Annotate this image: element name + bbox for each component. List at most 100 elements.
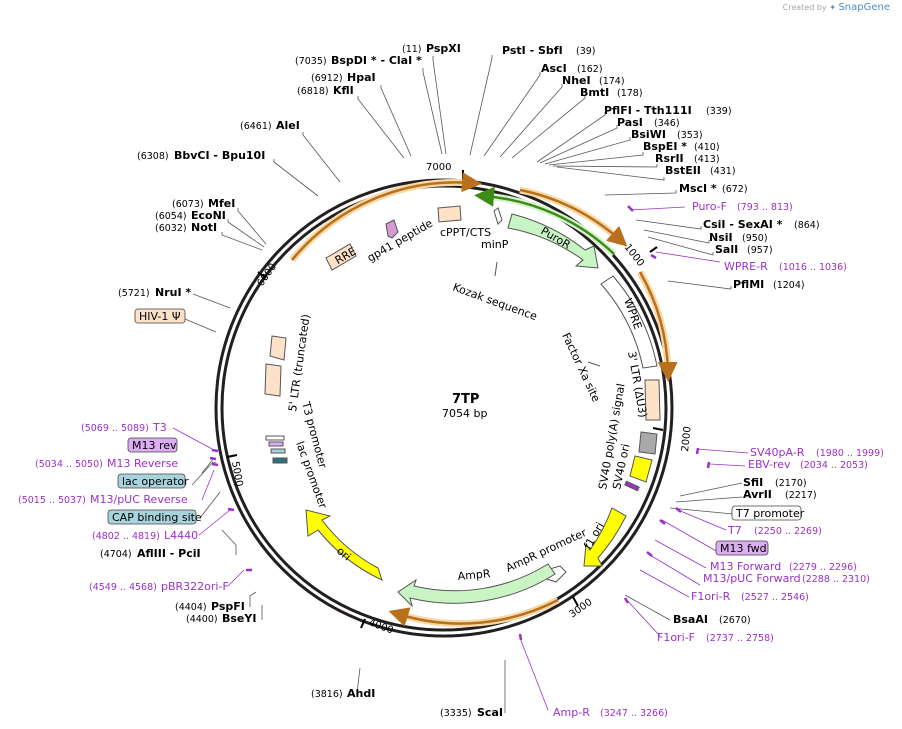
plasmid-name: 7TP	[452, 392, 479, 407]
primer-f1orir-pos: (2527 .. 2546)	[741, 592, 809, 603]
tick-label-7000: 7000	[426, 162, 451, 173]
snapgene-credit: Created by ✦ SnapGene	[783, 2, 890, 13]
enzyme-nhei-pos: (174)	[599, 76, 625, 87]
enzyme-noti-pos: (6032)	[155, 223, 187, 234]
rre-label: RRE	[333, 245, 359, 267]
lacop-marker	[270, 448, 286, 454]
sv40polya-feature	[638, 431, 658, 455]
enzyme-sali-name: SalI	[715, 243, 738, 256]
enzyme-kfli-pos: (6818)	[297, 86, 329, 97]
credit-prefix: Created by	[782, 3, 827, 12]
hiv-psi-label: HIV-1 Ψ	[139, 310, 181, 323]
m13rev-box-label: M13 rev	[132, 439, 177, 452]
enzyme-alei-pos: (6461)	[240, 121, 272, 132]
ori-feature	[305, 509, 383, 581]
plasmid-size: 7054 bp	[442, 407, 487, 420]
primer-m13pucfwd-name: M13/pUC Forward	[703, 572, 801, 585]
primer-purof-pos: (793 .. 813)	[737, 202, 793, 213]
enzyme-mfei-pos: (6073)	[172, 199, 204, 210]
enzyme-msci-name: MscI *	[679, 182, 717, 195]
cppt-feature	[437, 205, 462, 223]
enzyme-bbvci-name: BbvCI - Bpu10I	[174, 149, 265, 162]
tick-label-2000: 2000	[680, 426, 694, 452]
enzyme-csii-pos: (864)	[794, 220, 820, 231]
enzyme-pspfi-name: PspFI	[211, 600, 245, 613]
enzyme-nsii-name: NsiI	[709, 231, 733, 244]
enzyme-pspxi-name: PspXI	[426, 42, 461, 55]
primer-t3-name: T3	[152, 421, 167, 434]
enzyme-psti-name: PstI - SbfI	[502, 44, 563, 57]
enzyme-rsrii-pos: (413)	[694, 154, 720, 165]
primer-t7-pos: (2250 .. 2269)	[754, 526, 822, 537]
primer-ampr-name: Amp-R	[553, 706, 590, 719]
enzyme-hpai-name: HpaI	[347, 71, 376, 84]
enzyme-bsaai-name: BsaAI	[673, 613, 708, 626]
primer-l4440-name: L4440	[164, 529, 198, 542]
ltr5a-feature	[269, 335, 287, 361]
primer-sv40par-name: SV40pA-R	[750, 446, 805, 459]
enzyme-nsii-pos: (950)	[742, 233, 768, 244]
enzyme-pasi-name: PasI	[617, 116, 643, 129]
enzyme-ahdi-pos: (3816)	[311, 689, 343, 700]
enzyme-bspdi-pos: (7035)	[295, 56, 327, 67]
sv40-small-marker	[624, 480, 640, 492]
t7prom-box-label: T7 promoter	[735, 507, 805, 520]
enzyme-msci-pos: (672)	[722, 184, 748, 195]
enzyme-pflmi-name: PflMI	[733, 278, 764, 291]
enzyme-bsiwi-name: BsiWI	[631, 128, 666, 141]
enzyme-bspdi-name: BspDI * - ClaI *	[331, 54, 422, 67]
enzyme-sfii-pos: (2170)	[775, 478, 807, 489]
leader-lines	[184, 55, 743, 713]
primer-m13fwd-pos: (2279 .. 2296)	[789, 562, 857, 573]
enzyme-asci-name: AscI	[541, 62, 567, 75]
snapgene-logo-icon: ✦	[829, 3, 836, 12]
primer-ampr-pos: (3247 .. 3266)	[600, 708, 668, 719]
enzyme-scai-name: ScaI	[477, 706, 503, 719]
ltr5-label: 5' LTR (truncated)	[286, 313, 313, 412]
orf-arcs	[289, 172, 678, 627]
primer-l4440-pos: (4802 .. 4819)	[92, 531, 160, 542]
m13fwd-box-label: M13 fwd	[720, 542, 767, 555]
t3-marker	[265, 435, 285, 441]
primer-f1orif-name: F1ori-F	[657, 631, 695, 644]
primer-purof-name: Puro-F	[692, 200, 727, 213]
primer-ebvrev-name: EBV-rev	[748, 458, 791, 471]
primer-wprer-pos: (1016 .. 1036)	[779, 262, 847, 273]
primer-pbr322-pos: (4549 .. 4568)	[89, 582, 157, 593]
enzyme-bsiwi-pos: (353)	[677, 130, 703, 141]
primer-ebvrev-pos: (2034 .. 2053)	[800, 460, 868, 471]
ampr-feature	[397, 563, 556, 608]
lacop-box-label: lac operator	[122, 475, 189, 488]
factorxa-marker	[587, 361, 601, 367]
kozak-label: Kozak sequence	[451, 281, 539, 324]
enzyme-nhei-name: NheI	[562, 74, 591, 87]
f1ori-feature	[583, 507, 627, 567]
enzyme-econi-pos: (6054)	[155, 211, 187, 222]
credit-brand: SnapGene	[838, 2, 890, 13]
primer-m13fwd-name: M13 Forward	[710, 560, 781, 573]
m13rev-marker	[268, 441, 284, 447]
primer-m13pucrev-name: M13/pUC Reverse	[90, 493, 188, 506]
cap-box-label: CAP binding site	[112, 511, 202, 524]
boxed-labels: HIV-1 Ψ M13 rev lac operator CAP binding…	[107, 308, 805, 556]
enzyme-sfii-name: SfiI	[743, 476, 763, 489]
primer-t3-pos: (5069 .. 5089)	[81, 423, 149, 434]
primer-f1orir-name: F1ori-R	[691, 590, 731, 603]
features	[264, 205, 661, 608]
puror-label: PuroR	[539, 224, 574, 251]
enzyme-pspxi-pos: (11)	[402, 44, 422, 55]
minp-feature	[493, 207, 503, 225]
minp-label: minP	[481, 238, 509, 251]
primer-m13rev-name: M13 Reverse	[107, 457, 178, 470]
enzyme-ahdi-name: AhdI	[347, 687, 375, 700]
enzyme-sali-pos: (957)	[747, 245, 773, 256]
enzyme-nrui-name: NruI *	[155, 286, 191, 299]
enzyme-kfli-name: KflI	[333, 84, 354, 97]
ltr5b-feature	[264, 363, 282, 397]
enzyme-csii-name: CsiI - SexAI *	[703, 218, 783, 231]
primer-wprer-name: WPRE-R	[724, 260, 768, 273]
rre-feature	[325, 243, 357, 271]
enzyme-econi-name: EcoNI	[191, 209, 226, 222]
